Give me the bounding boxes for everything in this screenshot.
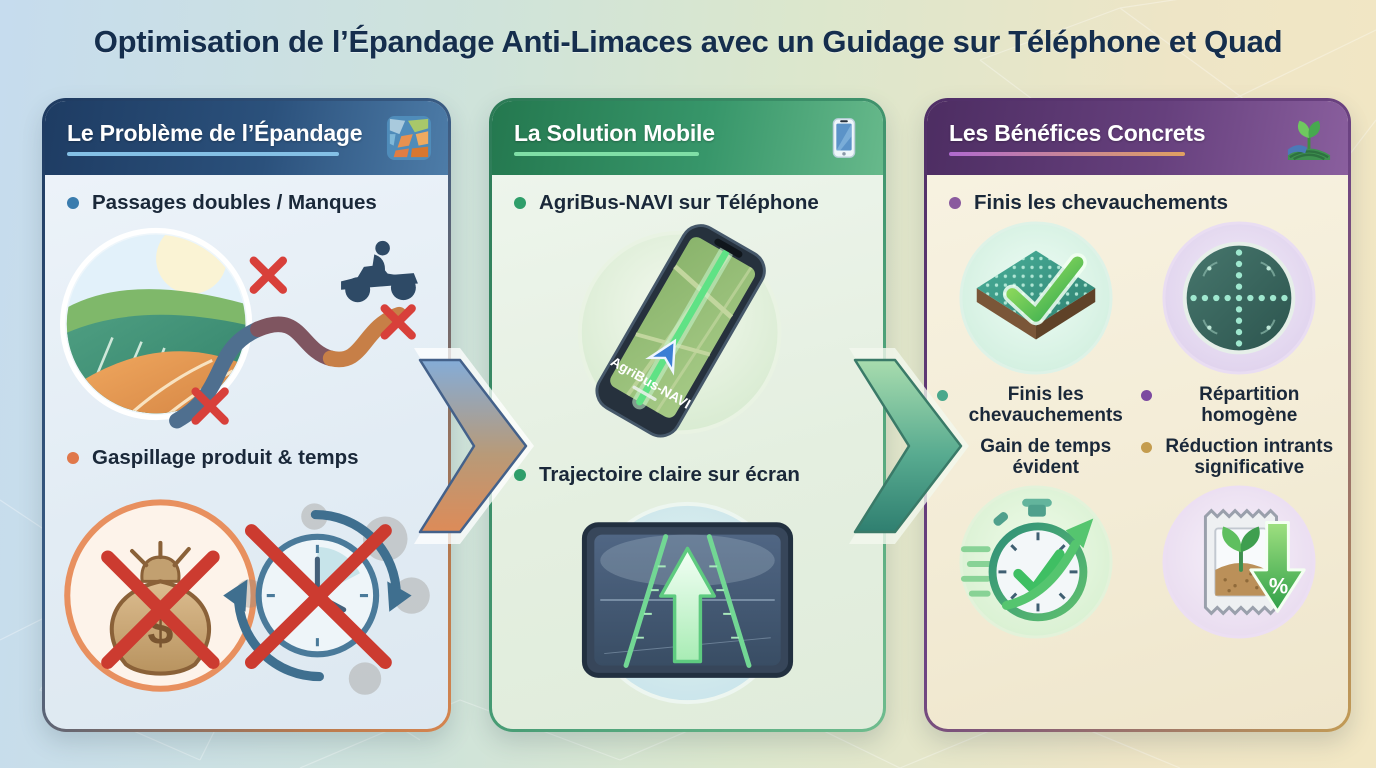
benefit-dot — [1140, 441, 1152, 453]
up-arrow-icon — [659, 546, 717, 664]
bullet-trajectoire: Trajectoire claire sur écran — [492, 447, 883, 489]
bullet-passages-doubles: Passages doubles / Manques — [45, 175, 448, 217]
bullet-agribus-navi: AgriBus-NAVI sur Téléphone — [492, 175, 883, 217]
even-spread-icon — [1162, 221, 1316, 375]
bullet-dot — [67, 452, 79, 464]
bullet-dot — [67, 197, 79, 209]
header-underline — [67, 152, 339, 156]
bullet-dot — [949, 197, 961, 209]
phone-navigation-illustration: AgriBus-NAVI — [577, 224, 782, 438]
benefit-label: Répartition homogène — [1199, 384, 1300, 426]
bullet-label: Trajectoire claire sur écran — [539, 463, 800, 486]
benefit-label: Réduction intrants significative — [1165, 435, 1334, 478]
panel-problem-header: Le Problème de l’Épandage — [45, 101, 448, 175]
benefit-reduction-intrants: Réduction intrants significative — [1140, 435, 1339, 479]
panel-solution-header: La Solution Mobile — [492, 101, 883, 175]
guidance-screen — [581, 522, 794, 678]
down-percent-arrow: % — [1249, 520, 1306, 613]
panel-benefits-header: Les Bénéfices Concrets — [927, 101, 1348, 175]
benefit-dot — [937, 390, 948, 401]
field-map-icon — [386, 115, 432, 161]
bullet-label: AgriBus-NAVI sur Téléphone — [539, 191, 819, 214]
benefit-icons-top — [927, 217, 1348, 379]
waste-illustration: $ — [64, 499, 430, 695]
benefit-repartition-homogene: Répartition homogène — [1140, 384, 1339, 427]
bullet-dot — [514, 469, 526, 481]
guidance-screen-illustration — [581, 501, 794, 705]
bullet-label: Gaspillage produit & temps — [92, 446, 359, 469]
stopwatch-check-icon — [959, 485, 1113, 639]
panel-solution-title: La Solution Mobile — [514, 120, 715, 146]
flow-arrow-1 — [414, 348, 534, 544]
benefit-label: Gain de temps évident — [980, 435, 1112, 478]
bullet-dot — [514, 197, 526, 209]
benefit-icons-bottom: % — [927, 481, 1348, 643]
header-underline — [514, 152, 699, 156]
wandering-track-illustration — [59, 227, 418, 429]
percent-symbol: % — [1269, 573, 1288, 598]
flow-arrow-2 — [849, 348, 969, 544]
panel-problem: Le Problème de l’Épandage — [42, 98, 451, 732]
error-x-marks — [191, 256, 416, 425]
panel-benefits-title: Les Bénéfices Concrets — [949, 120, 1206, 146]
panel-solution: La Solution Mobile AgriBus-NAVI — [489, 98, 886, 732]
field-check-icon — [959, 221, 1113, 375]
page-title: Optimisation de l’Épandage Anti-Limaces … — [93, 24, 1283, 59]
panel-problem-title: Le Problème de l’Épandage — [67, 120, 363, 146]
quad-silhouette — [341, 240, 418, 303]
smartphone-nav: AgriBus-NAVI — [595, 224, 766, 438]
sprout-field-icon — [1286, 115, 1332, 161]
bullet-label: Finis les chevauchements — [974, 191, 1229, 214]
header-underline — [949, 152, 1185, 156]
gps-cursor-icon — [645, 338, 677, 376]
bullet-label: Passages doubles / Manques — [92, 191, 377, 214]
benefit-dot — [1140, 390, 1152, 401]
benefit-finis-chevauchements: Finis les chevauchements — [937, 384, 1135, 427]
smartphone-icon — [821, 115, 867, 161]
bullet-gaspillage: Gaspillage produit & temps — [45, 430, 448, 472]
benefit-label: Finis les chevauchements — [968, 384, 1123, 426]
input-reduction-icon: % — [1162, 485, 1316, 639]
bullet-finis-chevauchements: Finis les chevauchements — [927, 175, 1348, 217]
benefit-labels: Finis les chevauchements Répartition hom… — [927, 379, 1348, 481]
panel-benefits: Les Bénéfices Concrets — [924, 98, 1351, 732]
